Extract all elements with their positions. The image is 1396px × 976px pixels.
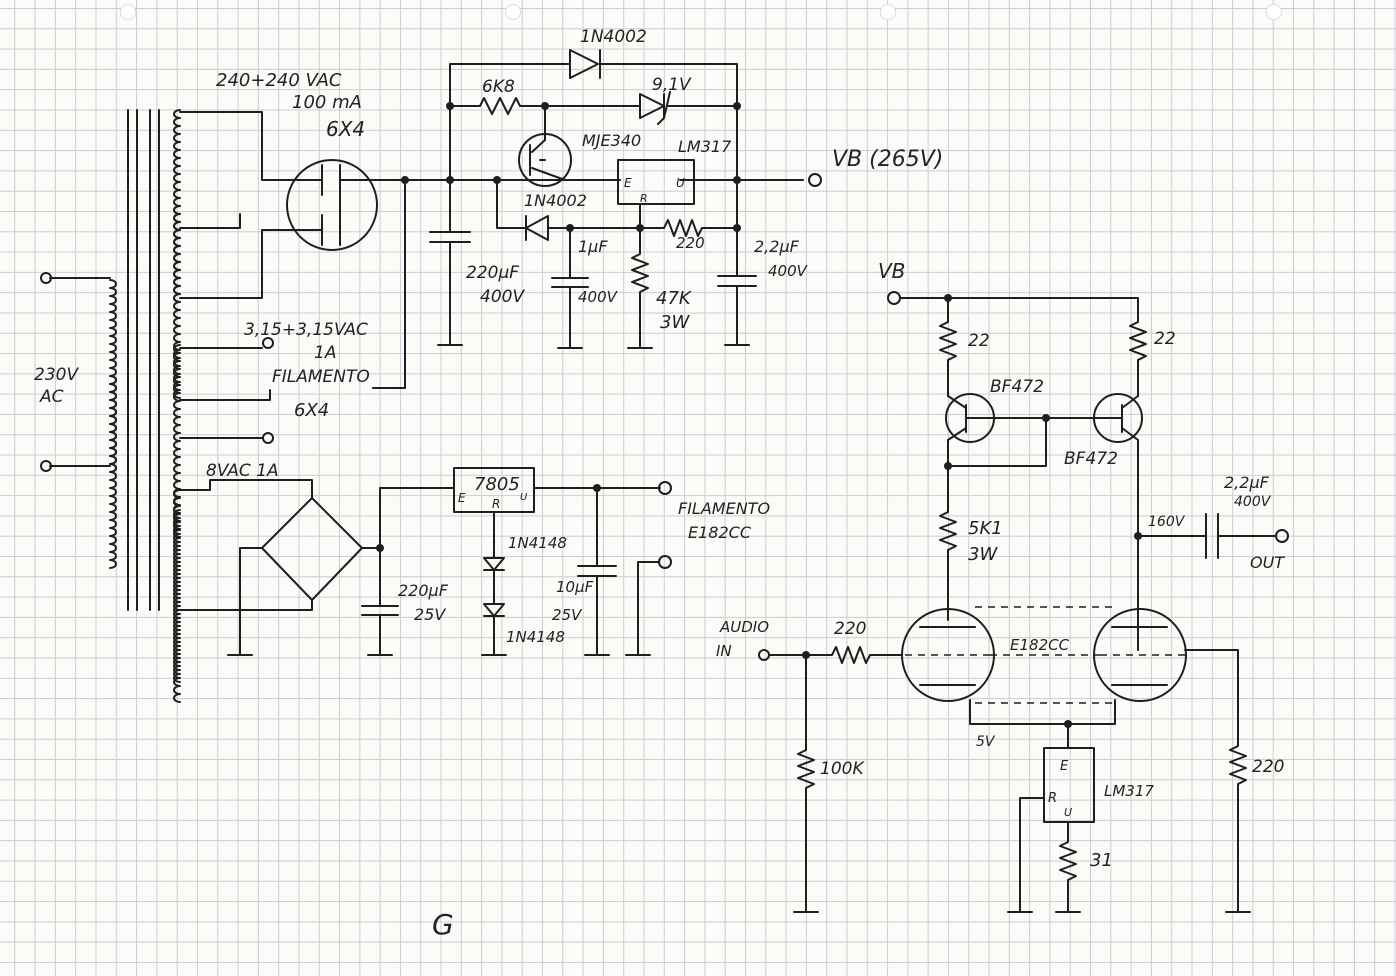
r-feed-label: 6K8 xyxy=(482,77,515,97)
lv-winding-label: 8VAC 1A xyxy=(206,461,279,481)
regulator-label: LM317 xyxy=(678,137,732,156)
cathode-voltage-label: 5V xyxy=(976,734,996,750)
cap-out-voltage: 400V xyxy=(768,262,809,280)
d-lower-label: 1N4002 xyxy=(524,191,587,210)
coupling-cap-label: 2,2µF xyxy=(1224,473,1270,492)
d-top-label: 1N4002 xyxy=(580,27,647,47)
cap-mid-voltage: 400V xyxy=(578,288,619,306)
hv-rectifier xyxy=(179,111,406,444)
r-grid2-label: 220 xyxy=(1252,757,1284,777)
vb-input-terminal xyxy=(887,291,901,305)
q-right-label: BF472 xyxy=(1064,449,1118,469)
reg7805-e: E xyxy=(458,491,466,505)
lv-secondary-winding xyxy=(173,489,181,703)
fil-cap1-voltage: 25V xyxy=(414,605,446,624)
binder-hole xyxy=(120,4,136,20)
fil-cap1-label: 220µF xyxy=(398,581,449,600)
vb-output-terminal xyxy=(808,173,822,187)
tube-label: E182CC xyxy=(1010,636,1070,654)
mje340-transistor xyxy=(518,133,572,187)
r-cath-label: 31 xyxy=(1090,850,1113,871)
lm317-e: E xyxy=(1060,759,1069,774)
reg-r-pin: R xyxy=(640,192,648,205)
r-adj-label: 220 xyxy=(676,234,705,252)
reg-u-pin: U xyxy=(676,176,685,190)
fil-name-label: FILAMENTO xyxy=(272,367,370,387)
lm317-u: U xyxy=(1064,806,1072,819)
binder-hole xyxy=(505,4,521,20)
vb-output-label: VB (265V) xyxy=(832,147,943,172)
r-bleed-label: 47K xyxy=(656,288,692,309)
r-load-watt: 3W xyxy=(968,544,998,565)
r-bleed-watt: 3W xyxy=(660,312,690,333)
plate-voltage-label: 160V xyxy=(1148,514,1186,530)
bridge-rectifier xyxy=(261,497,363,601)
signature: G xyxy=(432,908,454,941)
fil-winding-label: 3,15+3,15VAC xyxy=(244,320,368,340)
audio-label: AUDIO xyxy=(719,618,769,636)
out-label: OUT xyxy=(1250,553,1285,572)
diode-1n4002-lower xyxy=(525,215,549,241)
filament-out-label: FILAMENTO xyxy=(678,499,770,518)
primary-terminal-1 xyxy=(40,272,52,284)
primary-label-2: AC xyxy=(39,387,64,407)
labels: 230V AC 240+240 VAC 100 mA 6X4 3,15+3,15… xyxy=(34,27,1285,941)
lm317-cathode-label: LM317 xyxy=(1104,782,1154,800)
filament-out-tube: E182CC xyxy=(688,523,752,542)
diode2-label: 1N4148 xyxy=(506,628,565,646)
diode1-label: 1N4148 xyxy=(508,534,567,552)
q-left-label: BF472 xyxy=(990,377,1044,397)
binder-hole xyxy=(880,4,896,20)
reg-e-pin: E xyxy=(624,176,632,190)
cap-out-label: 2,2µF xyxy=(754,237,800,256)
fil-current-label: 1A xyxy=(314,343,336,363)
binder-hole xyxy=(1266,4,1282,20)
r-load-label: 5K1 xyxy=(968,518,1003,539)
in-label: IN xyxy=(716,642,732,660)
rectifier-tube-label: 6X4 xyxy=(326,117,365,141)
amplifier xyxy=(758,291,1289,913)
vb-amp-label: VB xyxy=(878,259,905,283)
reg7805-u: U xyxy=(520,492,528,503)
fil-cap2-label: 10µF xyxy=(556,578,594,596)
reg7805-r: R xyxy=(492,497,500,511)
hv-current-label: 100 mA xyxy=(292,92,362,113)
r-grid-label: 220 xyxy=(834,619,866,639)
fil-cap2-voltage: 25V xyxy=(552,606,583,624)
reservoir-cap-label: 220µF xyxy=(466,263,519,283)
lm317-hv xyxy=(617,159,695,205)
rectifier-tube-6x4 xyxy=(286,159,378,251)
diode-1n4002-top xyxy=(569,49,601,79)
transistor-label: MJE340 xyxy=(582,131,641,150)
r-in-label: 100K xyxy=(820,759,865,779)
primary-label-1: 230V xyxy=(34,365,79,385)
d-top-wire xyxy=(449,63,738,181)
transformer xyxy=(40,109,181,703)
reg7805-label: 7805 xyxy=(474,474,520,495)
reservoir-voltage-label: 400V xyxy=(480,287,525,307)
r-left-label: 22 xyxy=(968,331,990,351)
primary-winding xyxy=(109,279,117,569)
filament-supply xyxy=(179,467,672,656)
hv-winding-label: 240+240 VAC xyxy=(216,70,342,91)
coupling-cap-voltage: 400V xyxy=(1234,494,1272,510)
zener-diode xyxy=(544,91,738,125)
fil-tube-label: 6X4 xyxy=(294,400,329,421)
r-right-label: 22 xyxy=(1154,329,1176,349)
zener-label: 9,1V xyxy=(652,75,692,95)
primary-terminal-2 xyxy=(40,460,52,472)
lm317-r: R xyxy=(1048,791,1057,806)
hv-regulator xyxy=(401,49,822,349)
cap-mid-label: 1µF xyxy=(578,237,608,256)
